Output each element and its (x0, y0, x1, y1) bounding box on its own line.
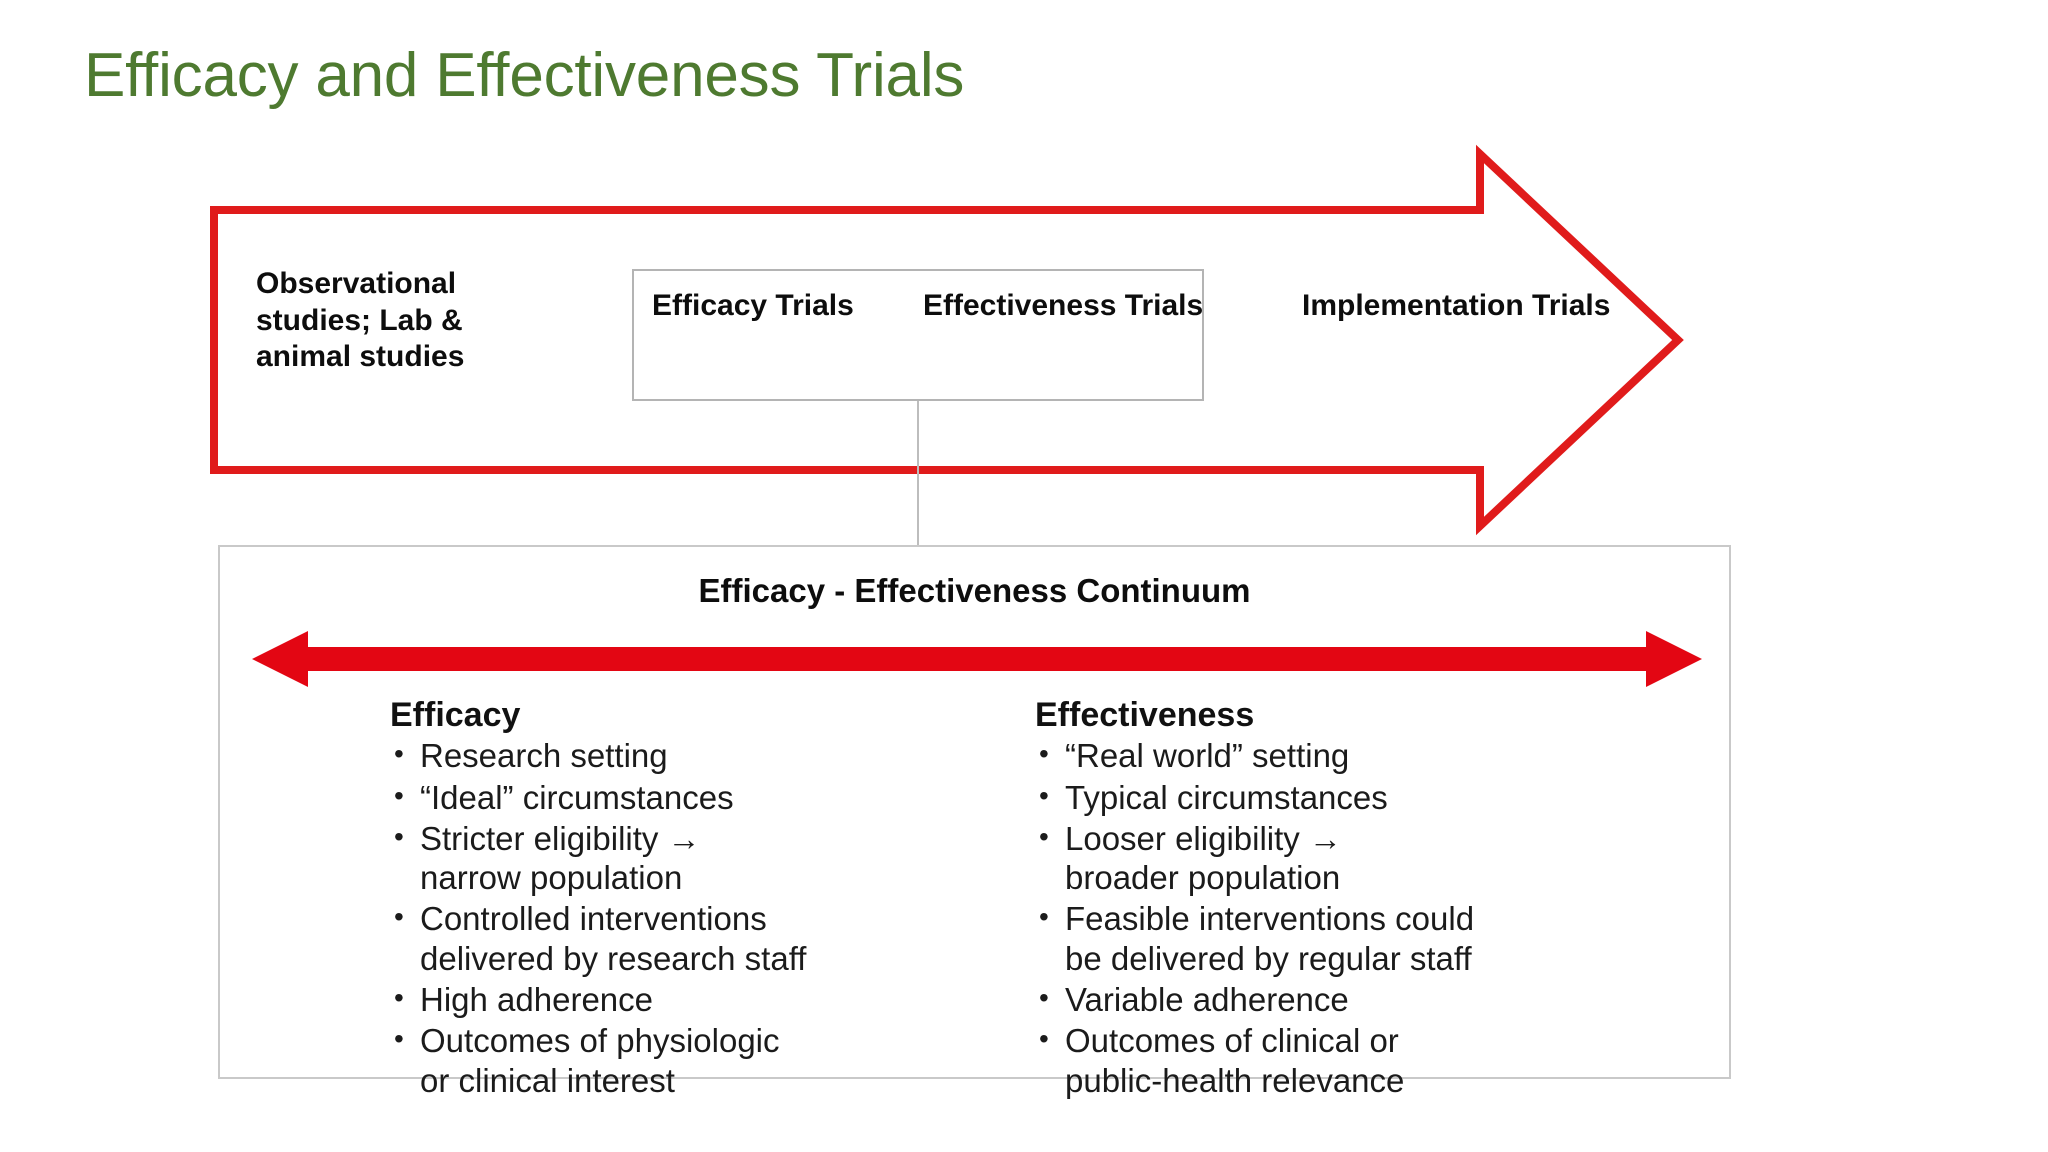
column-title-efficacy: Efficacy (390, 696, 521, 734)
list-item: Stricter eligibility → narrow population (390, 819, 1010, 898)
column-title-effectiveness: Effectiveness (1035, 696, 1255, 734)
page-title: Efficacy and Effectiveness Trials (84, 41, 965, 110)
list-item: Research setting (390, 736, 1010, 775)
bullet-line-2: delivered by research staff (420, 939, 807, 977)
list-item: Typical circumstances (1035, 778, 1695, 817)
bullet-line-1: Stricter eligibility → (420, 819, 701, 857)
list-item: Outcomes of clinical or public-health re… (1035, 1021, 1695, 1100)
column-efficacy: Efficacy Research setting “Ideal” circum… (390, 696, 1010, 1102)
bullet-line-1: Looser eligibility → (1065, 819, 1342, 857)
bullet-line-1: Variable adherence (1065, 980, 1349, 1018)
bullet-line-2: public-health relevance (1065, 1061, 1405, 1099)
stage-label-efficacy-trials: Efficacy Trials (652, 289, 854, 322)
bullet-list-effectiveness: “Real world” setting Typical circumstanc… (1035, 736, 1695, 1099)
bullet-line-1: Controlled interventions (420, 900, 767, 938)
connector-line (917, 401, 919, 546)
bullet-line-2: narrow population (420, 859, 683, 897)
bullet-list-efficacy: Research setting “Ideal” circumstances S… (390, 736, 1010, 1099)
bullet-line-1: High adherence (420, 980, 653, 1018)
bullet-line-1: “Real world” setting (1065, 737, 1350, 775)
list-item: High adherence (390, 980, 1010, 1019)
column-effectiveness: Effectiveness “Real world” setting Typic… (1035, 696, 1695, 1102)
trials-group-box (632, 269, 1204, 401)
list-item: Variable adherence (1035, 980, 1695, 1019)
stage-label-effectiveness-trials: Effectiveness Trials (923, 289, 1204, 322)
bullet-line-1: Outcomes of clinical or (1065, 1022, 1399, 1060)
list-item: Feasible interventions could be delivere… (1035, 899, 1695, 978)
double-headed-arrow-icon (252, 631, 1702, 687)
bullet-line-1: Typical circumstances (1065, 778, 1388, 816)
continuum-panel: Efficacy - Effectiveness Continuum Effic… (218, 545, 1731, 1099)
list-item: “Real world” setting (1035, 736, 1695, 775)
list-item: Looser eligibility → broader population (1035, 819, 1695, 898)
list-item: “Ideal” circumstances (390, 778, 1010, 817)
bullet-line-2: broader population (1065, 859, 1341, 897)
stage-label-implementation-trials: Implementation Trials (1302, 289, 1611, 322)
bullet-line-2: be delivered by regular staff (1065, 939, 1472, 977)
bullet-line-1: Feasible interventions could (1065, 900, 1475, 938)
pipeline-block-arrow (210, 144, 1684, 536)
bullet-line-1: Outcomes of physiologic (420, 1022, 780, 1060)
bullet-line-1: “Ideal” circumstances (420, 778, 734, 816)
bullet-line-1: Research setting (420, 737, 668, 775)
bullet-line-2: or clinical interest (420, 1061, 675, 1099)
list-item: Outcomes of physiologic or clinical inte… (390, 1021, 1010, 1100)
stage-label-observational: Observational studies; Lab & animal stud… (256, 267, 465, 374)
list-item: Controlled interventions delivered by re… (390, 899, 1010, 978)
continuum-heading: Efficacy - Effectiveness Continuum (698, 572, 1251, 609)
